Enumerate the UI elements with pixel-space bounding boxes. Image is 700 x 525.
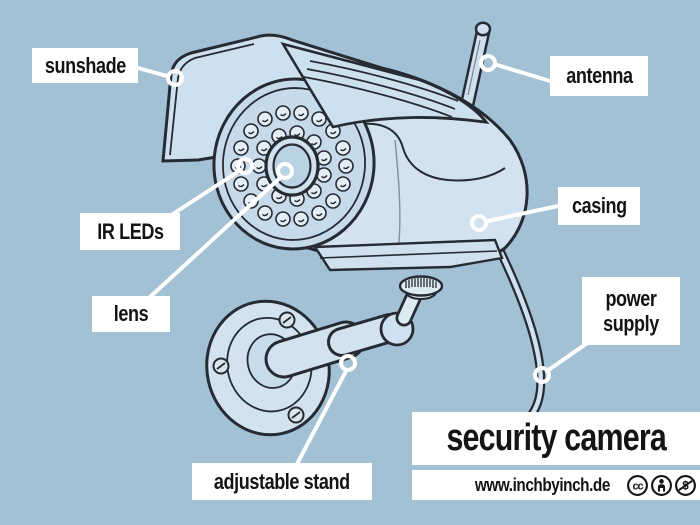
svg-text:$: $: [682, 480, 689, 492]
leader-adjustable-stand: [295, 369, 348, 466]
label-power-supply: power supply: [582, 277, 680, 345]
label-power-supply-text: power supply: [603, 285, 659, 336]
label-sunshade: sunshade: [32, 48, 138, 83]
leader-antenna: [495, 63, 552, 83]
label-antenna: antenna: [550, 56, 648, 96]
leader-power-supply: [545, 342, 588, 373]
label-adjustable-stand-text: adjustable stand: [214, 468, 350, 494]
power-cable-part: [484, 225, 546, 420]
license-icons: cc $: [626, 474, 697, 497]
leader-sunshade: [136, 66, 169, 78]
diagram-title-text: security camera: [446, 417, 666, 459]
label-ir-leds-text: IR LEDs: [96, 218, 164, 244]
label-casing-text: casing: [571, 193, 627, 219]
leader-casing: [486, 204, 560, 223]
leader-lens: [148, 175, 283, 299]
label-antenna-text: antenna: [565, 63, 633, 89]
attribution-icon: [651, 474, 672, 496]
leader-ir-leds: [171, 169, 241, 216]
leader-lines: [136, 63, 588, 466]
mount-plate-part: [312, 238, 504, 272]
label-adjustable-stand: adjustable stand: [192, 463, 372, 500]
stand-part: [205, 275, 444, 437]
diagram-title: security camera: [412, 412, 700, 465]
antenna-part: [459, 21, 492, 108]
website-url: www.inchbyinch.de: [475, 474, 611, 495]
non-commercial-icon: $: [675, 474, 696, 496]
label-lens: lens: [92, 296, 170, 332]
label-sunshade-text: sunshade: [44, 52, 126, 78]
label-ir-leds: IR LEDs: [80, 213, 180, 250]
cc-icon: cc: [627, 474, 648, 496]
sunshade-overlap: [280, 41, 489, 129]
label-casing: casing: [558, 187, 640, 225]
label-lens-text: lens: [113, 301, 149, 327]
footer-bar: www.inchbyinch.de cc $: [412, 470, 700, 500]
svg-text:cc: cc: [632, 480, 643, 492]
